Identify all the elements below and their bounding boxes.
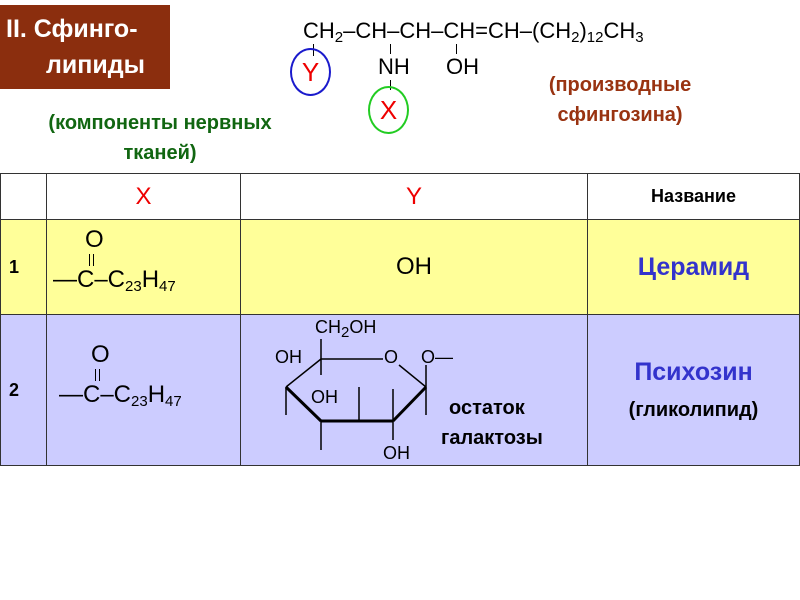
table-row: 1 O —C–C23H47 OH Церамид <box>0 219 800 315</box>
x-acyl-formula: O —C–C23H47 <box>46 219 241 315</box>
oh-label: OH <box>311 387 338 407</box>
double-bond <box>95 369 100 381</box>
subtitle-left-line2: тканей) <box>123 142 197 164</box>
title-line-1: II. Сфинго- <box>6 15 138 43</box>
ceramide-name: Церамид <box>587 219 800 315</box>
oh-label: OH <box>383 443 410 463</box>
nh-group: NH <box>378 54 410 79</box>
subtitle-right-line2: сфингозина) <box>557 104 683 126</box>
x-circle-label: X <box>368 86 409 134</box>
subtitle-left-line1: (компоненты нервных <box>48 112 272 134</box>
bond-line <box>390 80 391 90</box>
header-name: Название <box>587 173 800 220</box>
subtitle-sphingosine-derivatives: (производные сфингозина) <box>520 70 720 130</box>
psychosine-name: Психозин <box>634 358 753 386</box>
header-y: Y <box>240 173 588 220</box>
bond-line <box>456 44 457 54</box>
galactose-note-line2: галактозы <box>441 427 543 449</box>
row-number: 1 <box>0 219 47 315</box>
glycosidic-oxygen: O— <box>421 347 454 367</box>
ch2oh-label: CH2OH <box>315 317 377 341</box>
galactose-structure: CH2OH OH O O— OH OH остаток галактозы <box>240 314 588 466</box>
x-acyl-formula: O —C–C23H47 <box>46 314 241 466</box>
subtitle-nervous-tissue: (компоненты нервных тканей) <box>10 108 310 168</box>
glycolipid-note: (гликолипид) <box>628 399 759 421</box>
bond-line <box>390 44 391 54</box>
acyl-chain: —C–C23H47 <box>53 266 176 295</box>
header-x: X <box>46 173 241 220</box>
carbonyl-o: O <box>85 226 104 253</box>
carbonyl-o: O <box>91 341 110 368</box>
oh-group: OH <box>446 54 479 79</box>
double-bond <box>89 254 94 266</box>
sphingosine-main-chain: CH2–CH–CH–CH=CH–(CH2)12CH3 <box>303 18 644 46</box>
subtitle-right-line1: (производные <box>548 74 692 96</box>
sphingolipid-table: X Y Название 1 O —C–C23H47 OH Церамид 2 … <box>0 173 800 466</box>
row-number: 2 <box>0 314 47 466</box>
ring-oxygen: O <box>384 347 399 367</box>
galactose-note-line1: остаток <box>449 397 525 419</box>
y-circle-label: Y <box>290 48 331 96</box>
table-row: 2 O —C–C23H47 <box>0 314 800 466</box>
galactose-ring <box>284 339 428 450</box>
acyl-chain: —C–C23H47 <box>59 381 182 410</box>
y-oh: OH <box>240 219 588 315</box>
header-empty <box>0 173 47 220</box>
slide-title: II. Сфинго- липиды <box>0 5 170 89</box>
title-line-2: липиды <box>46 51 145 79</box>
psychosine-cell: Психозин (гликолипид) <box>587 314 800 466</box>
table-header-row: X Y Название <box>0 173 800 220</box>
oh-label: OH <box>275 347 302 367</box>
